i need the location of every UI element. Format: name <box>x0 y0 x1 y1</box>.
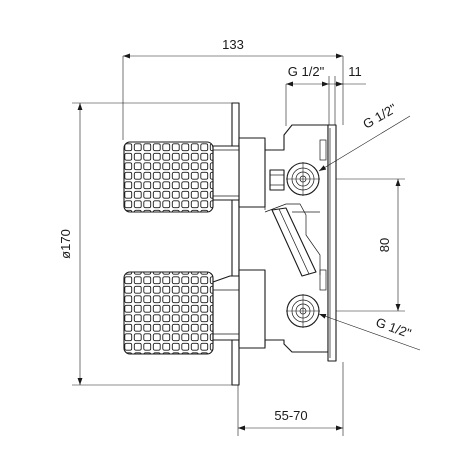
thread-bottom-label: G 1/2" <box>374 314 414 341</box>
dim-wall-depth: 55-70 <box>237 362 344 436</box>
dim-overall-width: 133 <box>122 37 344 140</box>
dim-wall-depth-label: 55-70 <box>274 408 307 423</box>
wall-plate <box>231 102 240 386</box>
dim-diameter-label: ø170 <box>58 229 73 259</box>
dim-overall-width-label: 133 <box>222 37 244 52</box>
dim-thread-top-label: G 1/2" <box>288 64 325 79</box>
outlet-centerlines <box>286 162 320 328</box>
dim-outlet-spacing-label: 80 <box>377 238 392 252</box>
thread-top-label: G 1/2" <box>360 100 399 131</box>
lower-handle <box>123 269 266 355</box>
dim-thread-flange: G 1/2" 11 <box>285 64 366 126</box>
dim-flange-label: 11 <box>348 64 362 79</box>
upper-handle <box>123 137 266 213</box>
dim-diameter: ø170 <box>58 102 238 386</box>
